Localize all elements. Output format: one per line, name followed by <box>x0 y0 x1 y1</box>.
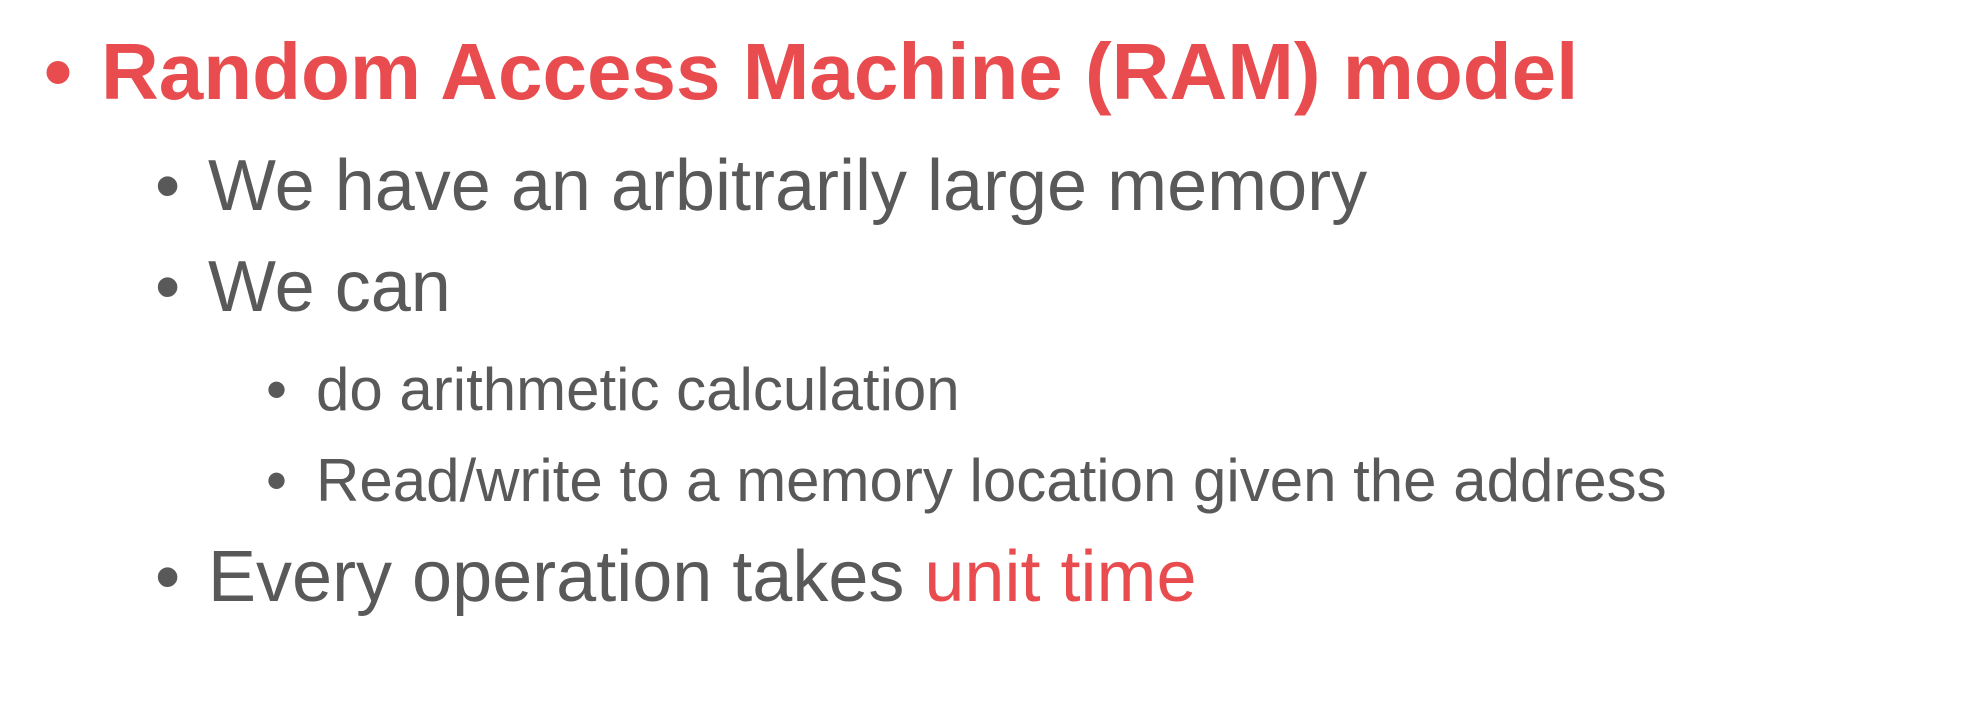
sub-bullet-item: do arithmetic calculation <box>316 356 960 423</box>
bullet-marker: • <box>155 146 181 226</box>
sub-bullet-item: Read/write to a memory location given th… <box>316 447 1667 514</box>
bullet-marker: • <box>266 447 288 514</box>
bullet-marker: • <box>266 356 288 423</box>
bullet-marker: • <box>155 247 181 327</box>
bullet-item: We can <box>208 247 451 327</box>
bullet-item: We have an arbitrarily large memory <box>208 146 1368 226</box>
bullet-item: Every operation takes unit time <box>208 541 1197 613</box>
bullet-marker: • <box>44 27 73 116</box>
bullet-marker: • <box>155 537 181 617</box>
highlighted-text: unit time <box>924 537 1197 617</box>
bullet-item-text: Every operation takes <box>208 537 925 617</box>
slide-title: Random Access Machine (RAM) model <box>101 27 1579 116</box>
